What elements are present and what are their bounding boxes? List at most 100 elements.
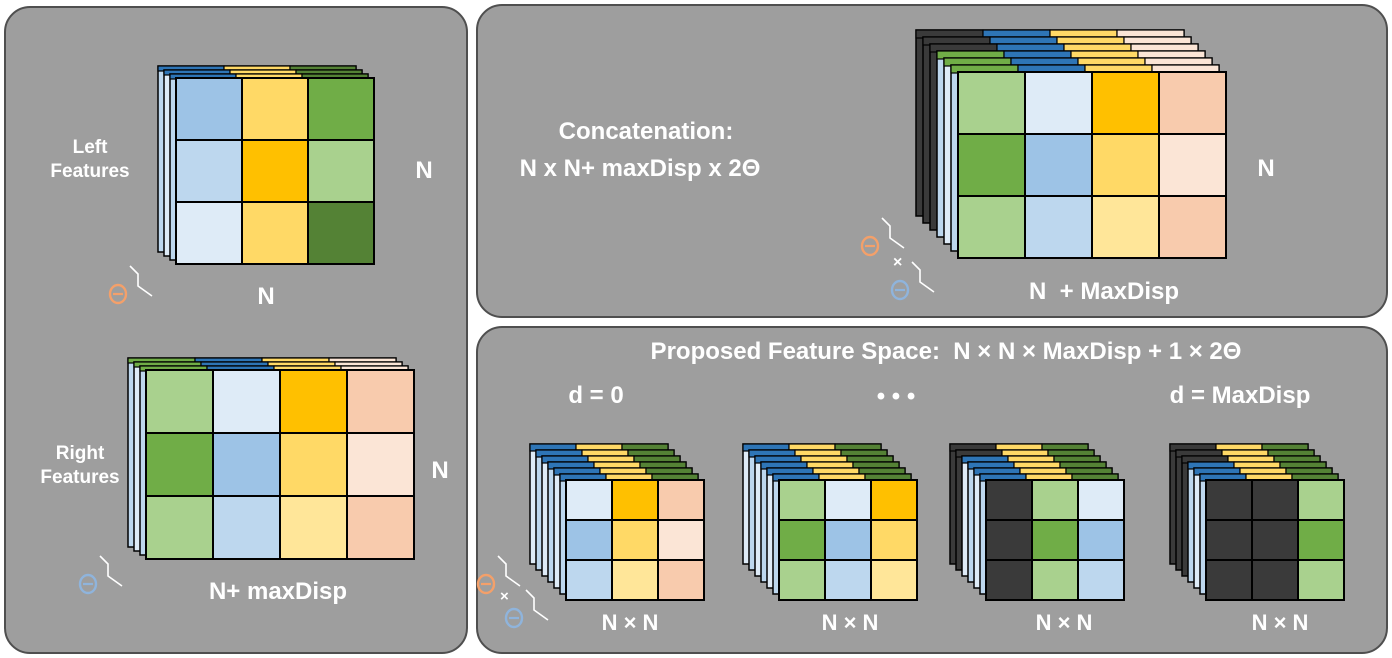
slice-d0-volume-cell	[565, 519, 613, 561]
slice-dmax-volume	[1169, 443, 1345, 601]
slice-d0-volume	[529, 443, 705, 601]
right-features-volume-cell	[346, 369, 415, 434]
slice-d0-volume-cell	[565, 559, 613, 601]
slice-dmax-volume-cell	[1251, 519, 1299, 561]
left-features-volume-cell	[175, 139, 243, 203]
slice-d0-volume-cell	[565, 479, 613, 521]
proposed-times-symbol: ×	[500, 588, 509, 605]
concatenation-volume-cell	[957, 71, 1026, 135]
slice-dmax-volume-cell	[1205, 519, 1253, 561]
concatenation-volume-cell	[1158, 195, 1227, 259]
right-features-volume-cell	[279, 432, 348, 497]
concatenation-dimensions: N x N+ maxDisp x 2Θ	[519, 155, 761, 182]
slice-dmax-volume-cell	[1205, 479, 1253, 521]
right-features-volume-cell	[279, 495, 348, 560]
left-features-width-label: N	[257, 283, 275, 310]
right-features-width-label: N+ maxDisp	[208, 578, 348, 605]
slice-d2-volume-cell	[1031, 519, 1079, 561]
slice-dmax-volume-cell	[1297, 479, 1345, 521]
left-features-volume-cell	[307, 77, 375, 141]
d-zero-label: d = 0	[568, 382, 624, 409]
concat-theta-left	[860, 217, 905, 257]
slice-d2-volume-cell	[1031, 559, 1079, 601]
slice-d1-volume-cell	[824, 559, 872, 601]
concat-theta-right	[890, 261, 935, 301]
right-features-volume-cell	[346, 432, 415, 497]
slice-d1-volume-cell	[870, 479, 918, 521]
slice-d2-volume-cell	[985, 519, 1033, 561]
concat-width-label: N + MaxDisp	[1028, 278, 1180, 305]
concatenation-title: Concatenation:	[558, 118, 734, 145]
left-features-volume-cell	[241, 77, 309, 141]
d-maxdisp-label: d = MaxDisp	[1169, 382, 1311, 409]
concatenation-volume-cell	[957, 133, 1026, 197]
left-features-volume-cell	[175, 201, 243, 265]
concat-times-symbol: ×	[893, 254, 902, 271]
slice-d1-volume-cell	[778, 559, 826, 601]
slice-d1-volume-cell	[778, 519, 826, 561]
left-features-volume-cell	[241, 201, 309, 265]
right-features-label: Right Features	[40, 443, 120, 488]
slice-d0-volume-cell	[611, 479, 659, 521]
right-features-height-label: N	[431, 457, 449, 484]
slice-d1-volume-cell	[778, 479, 826, 521]
right-features-volume-cell	[145, 369, 214, 434]
concatenation-volume-cell	[1024, 195, 1093, 259]
slice-d1-volume-cell	[824, 479, 872, 521]
left-features-label: Left Features	[50, 137, 130, 182]
concatenation-volume-cell	[1091, 195, 1160, 259]
left-features-volume-cell	[307, 201, 375, 265]
concatenation-volume-cell	[1024, 71, 1093, 135]
slice-d1-volume	[742, 443, 918, 601]
left-features-volume-cell	[241, 139, 309, 203]
slice-d2-volume-cell	[1077, 479, 1125, 521]
proposed-theta-right	[504, 589, 549, 629]
right-theta-annotation	[78, 555, 123, 595]
proposed-theta-left	[476, 555, 521, 595]
concat-height-label: N	[1257, 155, 1275, 182]
slice-d1-volume-cell	[824, 519, 872, 561]
slice-d0-volume-cell	[657, 519, 705, 561]
slice-d0-volume-cell	[657, 479, 705, 521]
right-features-volume-cell	[212, 495, 281, 560]
right-features-volume-cell	[145, 432, 214, 497]
left-features-height-label: N	[415, 157, 433, 184]
right-features-volume-cell	[145, 495, 214, 560]
concatenation-volume-cell	[957, 195, 1026, 259]
slice-d2-volume-cell	[985, 479, 1033, 521]
right-features-volume-cell	[212, 432, 281, 497]
slice-d2-volume-cell	[1077, 519, 1125, 561]
slice-d2-volume-cell	[1031, 479, 1079, 521]
concatenation-volume-cell	[1158, 71, 1227, 135]
slice-dmax-volume-cell	[1297, 559, 1345, 601]
left-features-volume-cell	[307, 139, 375, 203]
left-features-volume	[157, 65, 375, 265]
concatenation-volume-cell	[1091, 71, 1160, 135]
slice-d0-volume-cell	[611, 519, 659, 561]
left-features-volume-cell	[175, 77, 243, 141]
concatenation-volume	[915, 29, 1227, 259]
right-features-volume-cell	[212, 369, 281, 434]
slice-d2-volume-cell	[985, 559, 1033, 601]
concatenation-volume-cell	[1158, 133, 1227, 197]
concatenation-volume-cell	[1024, 133, 1093, 197]
slice-label-3: N × N	[1035, 610, 1093, 635]
slice-d2-volume	[949, 443, 1125, 601]
slice-label-2: N × N	[821, 610, 879, 635]
slice-dmax-volume-cell	[1251, 559, 1299, 601]
concatenation-volume-cell	[1091, 133, 1160, 197]
slice-d2-volume-cell	[1077, 559, 1125, 601]
ellipsis: • • •	[876, 383, 916, 410]
slice-d1-volume-cell	[870, 559, 918, 601]
right-features-volume-cell	[346, 495, 415, 560]
slice-label-4: N × N	[1251, 610, 1309, 635]
left-theta-annotation	[108, 265, 153, 305]
slice-d0-volume-cell	[611, 559, 659, 601]
slice-dmax-volume-cell	[1251, 479, 1299, 521]
slice-d1-volume-cell	[870, 519, 918, 561]
slice-dmax-volume-cell	[1205, 559, 1253, 601]
right-features-volume-cell	[279, 369, 348, 434]
right-features-volume	[127, 357, 415, 560]
slice-d0-volume-cell	[657, 559, 705, 601]
